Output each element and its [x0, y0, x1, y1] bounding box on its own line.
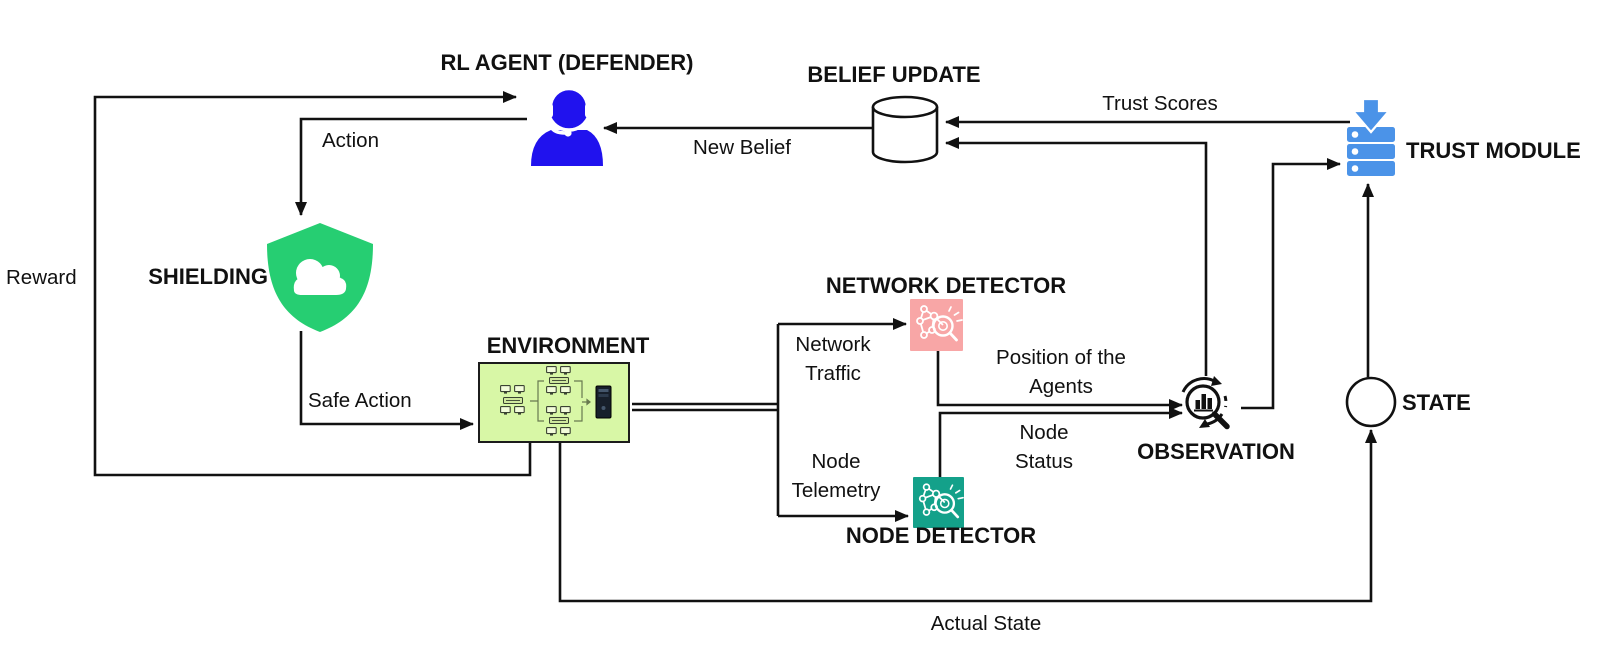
state-circle-icon	[1345, 376, 1397, 428]
edge-label-safe-action: Safe Action	[308, 389, 412, 412]
edge-observation-trust-line	[1241, 158, 1341, 410]
edge-label-reward: Reward	[6, 266, 77, 289]
node-detector-title: NODE DETECTOR	[845, 523, 1037, 548]
edge-position-agents-line	[936, 350, 1183, 411]
edge-label-trust-scores: Trust Scores	[1102, 92, 1218, 115]
edge-label-actual-state: Actual State	[930, 612, 1042, 635]
edge-safe-action-line	[299, 331, 474, 430]
edge-label-network-traffic: Network Traffic	[795, 333, 871, 386]
network-topology-icon	[478, 362, 630, 443]
belief-update-title: BELIEF UPDATE	[807, 62, 981, 87]
trust-module-title: TRUST MODULE	[1406, 138, 1581, 163]
edge-node-status-line	[938, 407, 1183, 478]
edge-label-position-of-the-agents: Position of the Agents	[996, 346, 1126, 399]
environment-title: ENVIRONMENT	[486, 333, 650, 358]
edge-label-action: Action	[322, 129, 379, 152]
person-headset-icon	[523, 80, 611, 166]
state-title: STATE	[1402, 390, 1471, 415]
edge-label-node-status: Node Status	[1014, 421, 1074, 474]
observation-title: OBSERVATION	[1137, 439, 1295, 464]
network-scan-icon	[913, 477, 964, 528]
edge-observation-belief-line	[945, 137, 1208, 376]
shielding-title: SHIELDING	[148, 264, 268, 289]
edge-action-line	[295, 117, 527, 216]
server-download-icon	[1344, 97, 1398, 181]
network-detector-title: NETWORK DETECTOR	[825, 273, 1067, 298]
edge-label-new-belief: New Belief	[693, 136, 791, 159]
edge-reward-line	[93, 91, 532, 477]
network-scan-icon	[910, 299, 963, 351]
shield-cloud-icon	[262, 219, 378, 335]
magnifier-chart-icon	[1170, 371, 1244, 441]
database-cylinder-icon	[871, 95, 939, 164]
rl-agent-title: RL AGENT (DEFENDER)	[440, 50, 694, 75]
edge-actual-state-line	[558, 429, 1377, 603]
edge-label-node-telemetry: Node Telemetry	[791, 450, 881, 503]
